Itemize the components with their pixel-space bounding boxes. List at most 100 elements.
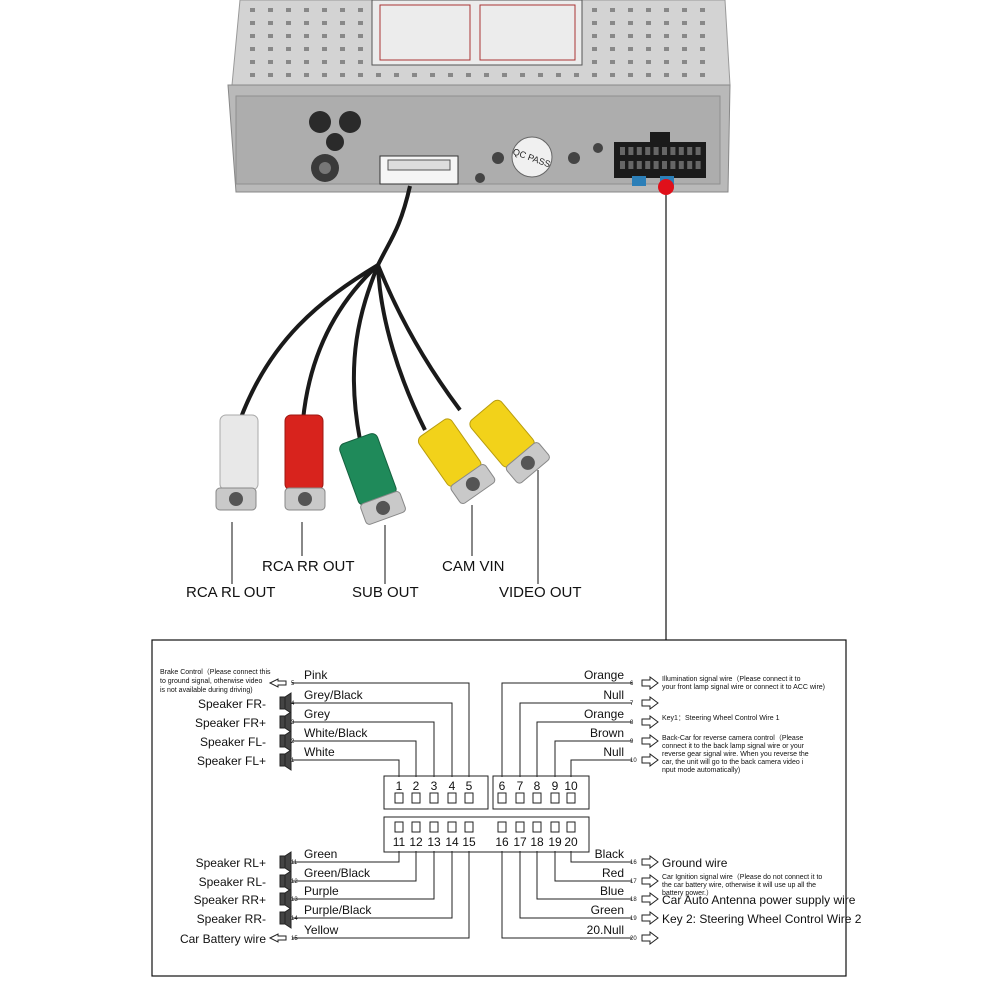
vent-hole [340, 60, 345, 64]
vent-hole [268, 21, 273, 25]
vent-hole [250, 47, 255, 51]
pin-number: 16 [495, 835, 509, 849]
vent-hole [646, 47, 651, 51]
vent-hole [268, 60, 273, 64]
vent-hole [304, 21, 309, 25]
wire-color-label: Brown [590, 726, 624, 740]
screw-hole [326, 133, 344, 151]
vent-hole [322, 73, 327, 77]
vent-hole [610, 34, 615, 38]
vent-hole [340, 8, 345, 12]
vent-hole [664, 21, 669, 25]
vent-hole [610, 21, 615, 25]
vent-hole [592, 21, 597, 25]
connector-pin [653, 161, 659, 169]
arrow-icon [641, 715, 659, 729]
wire-index: 14 [291, 916, 298, 922]
wire-right [501, 851, 632, 939]
connector-pin [695, 161, 701, 169]
wire-left [292, 851, 453, 919]
vent-hole [646, 34, 651, 38]
pin-bottom [464, 821, 474, 833]
arrow-icon [641, 855, 659, 869]
wire-left [292, 851, 400, 863]
arrow-icon [641, 696, 659, 710]
vent-hole [268, 34, 273, 38]
vent-hole [304, 73, 309, 77]
vent-hole [646, 8, 651, 12]
arrow-icon [641, 892, 659, 906]
label-cam-vin: CAM VIN [442, 558, 505, 575]
vent-holes [250, 8, 705, 77]
arrow-icon [641, 734, 659, 748]
vent-hole [304, 8, 309, 12]
pin-number: 19 [548, 835, 562, 849]
rca-cables [238, 185, 462, 441]
arrow-icon [641, 874, 659, 888]
vent-hole [322, 34, 327, 38]
qc-pass-sticker [511, 136, 553, 178]
vent-hole [376, 73, 381, 77]
wire-index: 13 [291, 897, 298, 903]
pin-bottom [532, 821, 542, 833]
vent-hole [268, 8, 273, 12]
vent-hole [556, 73, 561, 77]
head-unit-photo: QC PASS [215, 0, 731, 584]
speaker-icon [279, 851, 292, 873]
vent-hole [358, 8, 363, 12]
wire-right [536, 721, 632, 777]
vent-hole [592, 60, 597, 64]
vent-hole [358, 21, 363, 25]
pin-top [497, 792, 507, 804]
wire-desc: Key 2: Steering Wheel Control Wire 2 [662, 912, 862, 926]
vent-hole [628, 21, 633, 25]
connector-pin [678, 161, 684, 169]
screw-hole [309, 111, 331, 133]
pin-top [394, 792, 404, 804]
vent-hole [304, 47, 309, 51]
connector-pin [662, 147, 667, 155]
pin-bottom [394, 821, 404, 833]
diagram-frame [151, 639, 847, 977]
wire-right [570, 759, 632, 777]
wire-index: 19 [630, 916, 637, 922]
vent-hole [682, 73, 687, 77]
vent-hole [250, 21, 255, 25]
vent-hole [664, 60, 669, 64]
pin-number: 20 [564, 835, 578, 849]
wire-left [292, 682, 470, 777]
connector-pin [670, 147, 676, 155]
wire-right [554, 851, 632, 882]
arrow-icon [268, 678, 287, 688]
connector-pin [645, 147, 651, 155]
connector-pin [620, 161, 625, 169]
rca-plug-sub [339, 433, 406, 525]
speaker-icon [279, 907, 292, 929]
speaker-icon [279, 749, 292, 771]
connector-pin [653, 147, 659, 155]
vent-hole [322, 21, 327, 25]
vent-hole [592, 34, 597, 38]
wire-index: 10 [630, 758, 637, 764]
vent-hole [592, 73, 597, 77]
vent-hole [628, 73, 633, 77]
vent-hole [502, 73, 507, 77]
wire-index: 3 [291, 720, 295, 726]
vent-hole [286, 60, 291, 64]
vent-hole [682, 34, 687, 38]
wire-desc: Back-Car for reverse camera control（Plea… [662, 734, 809, 774]
vent-hole [700, 47, 705, 51]
pin-number: 11 [393, 835, 406, 849]
vent-hole [682, 60, 687, 64]
wire-index: 8 [630, 720, 634, 726]
wire-right [536, 851, 632, 900]
vent-hole [700, 73, 705, 77]
vent-hole [610, 73, 615, 77]
pin-number: 9 [552, 779, 559, 793]
vent-hole [610, 47, 615, 51]
vent-hole [646, 21, 651, 25]
vent-hole [304, 60, 309, 64]
vent-hole [484, 73, 489, 77]
connector-pin [695, 147, 701, 155]
wire-right [519, 851, 632, 919]
